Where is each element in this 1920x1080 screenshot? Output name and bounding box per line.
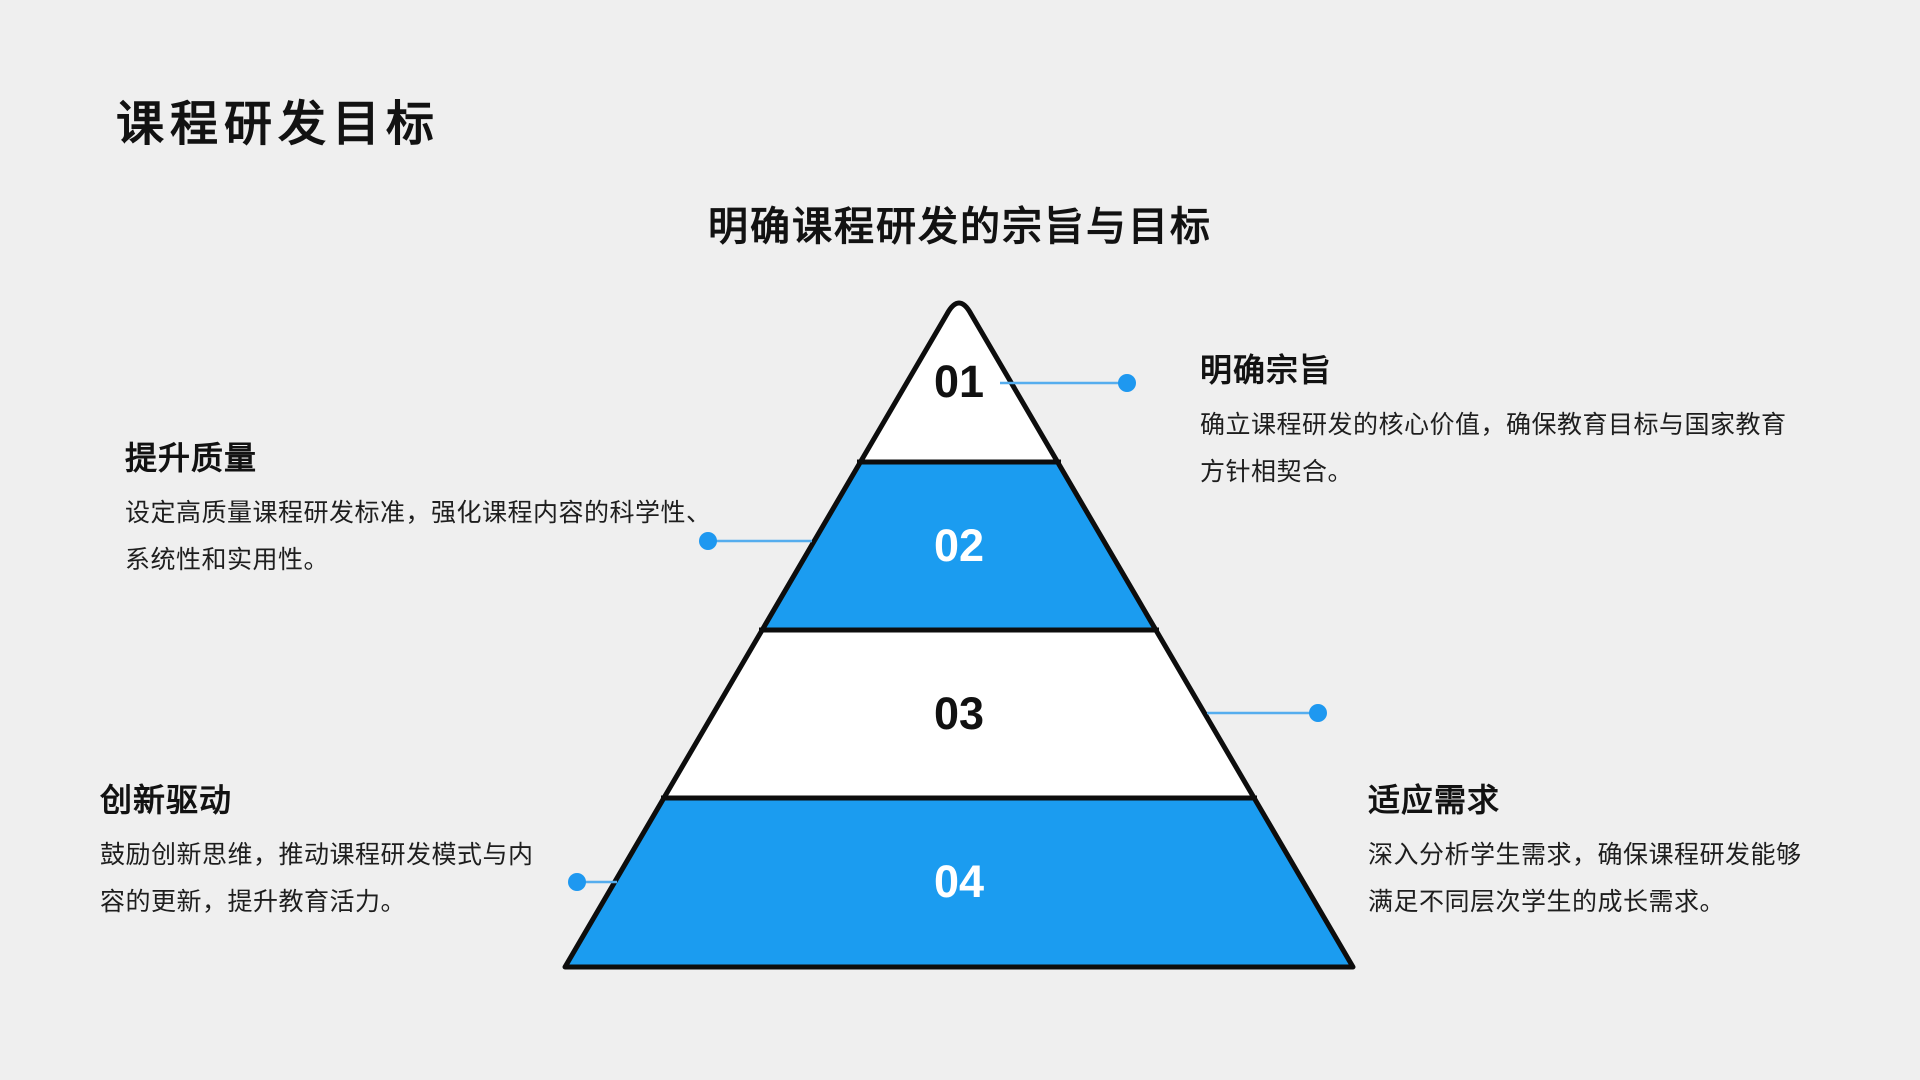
slide-subtitle: 明确课程研发的宗旨与目标 (708, 205, 1212, 249)
callout-description: 设定高质量课程研发标准，强化课程内容的科学性、系统性和实用性。 (125, 499, 712, 574)
connector-dot-03 (1309, 704, 1327, 722)
callout-title: 创新驱动 (100, 782, 233, 818)
connector-dot-02 (699, 532, 717, 550)
callout-description: 确立课程研发的核心价值，确保教育目标与国家教育方针相契合。 (1200, 411, 1787, 486)
pyramid-level-01-number: 01 (933, 356, 985, 407)
pyramid-level-04-number: 04 (933, 856, 985, 907)
callout-description: 鼓励创新思维，推动课程研发模式与内容的更新，提升教育活力。 (100, 841, 534, 916)
connector-dot-01 (1118, 374, 1136, 392)
callout-level-04: 创新驱动 鼓励创新思维，推动课程研发模式与内容的更新，提升教育活力。 (100, 784, 540, 926)
pyramid-level-03-number: 03 (933, 688, 985, 739)
callout-title: 明确宗旨 (1200, 352, 1333, 388)
callout-description: 深入分析学生需求，确保课程研发能够满足不同层次学生的成长需求。 (1368, 841, 1802, 916)
pyramid-level-02-band (762, 462, 1156, 630)
pyramid-level-04-band (565, 798, 1353, 967)
callout-title: 提升质量 (125, 440, 258, 476)
pyramid-level-02-number: 02 (933, 520, 985, 571)
connector-dot-04 (568, 873, 586, 891)
callout-level-03: 适应需求 深入分析学生需求，确保课程研发能够满足不同层次学生的成长需求。 (1368, 784, 1808, 926)
page-title: 课程研发目标 (116, 98, 441, 151)
callout-level-02: 提升质量 设定高质量课程研发标准，强化课程内容的科学性、系统性和实用性。 (125, 442, 733, 584)
callout-level-01: 明确宗旨 确立课程研发的核心价值，确保教育目标与国家教育方针相契合。 (1200, 354, 1808, 496)
pyramid-outline-stroke (562, 300, 1356, 970)
callout-title: 适应需求 (1368, 782, 1501, 818)
